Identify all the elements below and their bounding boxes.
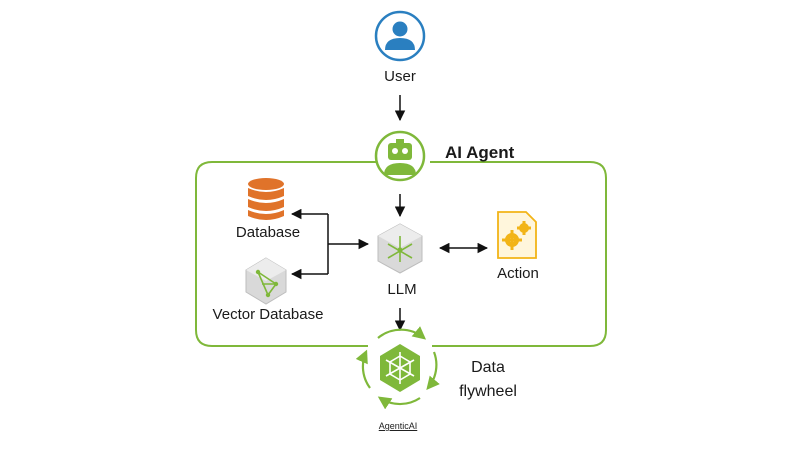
gears-icon [497, 211, 537, 259]
vector-database-label: Vector Database [212, 306, 324, 323]
flywheel-label-line1: Data [471, 359, 505, 376]
agent-container [195, 161, 607, 347]
flywheel-label: Data flywheel [459, 356, 517, 404]
action-label: Action [497, 265, 539, 282]
vector-database-icon [245, 257, 287, 305]
flywheel-label-line2: flywheel [459, 383, 517, 400]
llm-cube-icon [377, 223, 423, 274]
user-icon [374, 10, 426, 62]
flywheel-cycle [355, 326, 440, 410]
flywheel-icon [380, 344, 420, 392]
agent-label: AI Agent [445, 143, 515, 162]
database-icon [248, 178, 284, 220]
db-llm-connector [290, 208, 370, 280]
llm-label: LLM [387, 281, 417, 298]
agenticai-link[interactable]: AgenticAI [378, 421, 418, 431]
user-label: User [384, 68, 416, 85]
robot-icon [374, 130, 426, 182]
database-label: Database [235, 224, 301, 241]
